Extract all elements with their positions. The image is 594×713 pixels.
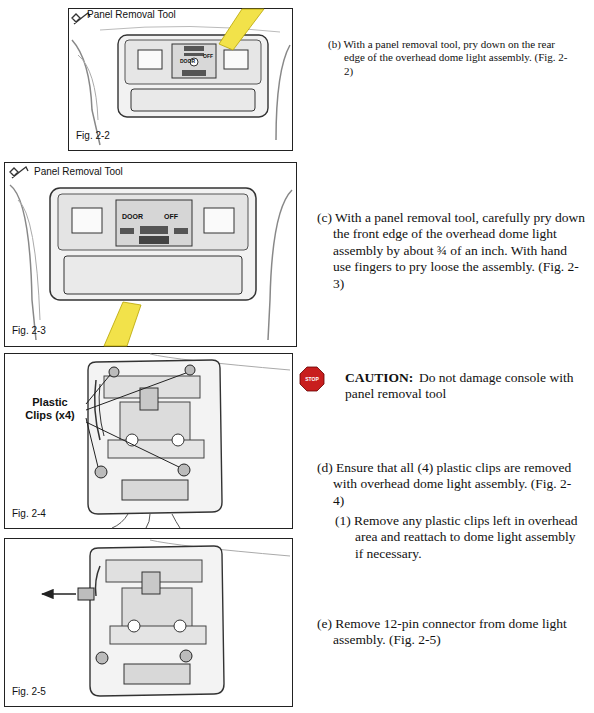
figure-number: Fig. 2-3 bbox=[12, 325, 46, 337]
figure-2-5 bbox=[5, 539, 293, 707]
step-text: (b) With a panel removal tool, pry down … bbox=[328, 38, 568, 78]
figure-2-2 bbox=[69, 9, 293, 151]
tool-label: Panel Removal Tool bbox=[34, 166, 123, 178]
step-text: (e) Remove 12-pin connector from dome li… bbox=[317, 616, 579, 649]
caution-text: Do not damage console with panel removal… bbox=[345, 370, 577, 403]
stop-sign-text: STOP bbox=[300, 376, 324, 382]
switch-label: OFF bbox=[164, 213, 178, 222]
figure-number: Fig. 2-5 bbox=[12, 686, 46, 698]
stop-sign bbox=[300, 367, 324, 391]
figure-number: Fig. 2-4 bbox=[12, 508, 46, 520]
callout-label: Plastic Clips (x4) bbox=[18, 396, 82, 423]
step-text: (c) With a panel removal tool, carefully… bbox=[317, 210, 585, 292]
tool-label: Panel Removal Tool bbox=[87, 9, 176, 21]
step-text: (1) Remove any plastic clips left in ove… bbox=[335, 513, 585, 562]
caution-heading: CAUTION: bbox=[345, 370, 413, 386]
switch-label: DOOR bbox=[122, 213, 143, 222]
figure-number: Fig. 2-2 bbox=[76, 130, 110, 142]
switch-label: DOOR bbox=[180, 58, 195, 64]
figure-2-3 bbox=[5, 163, 297, 347]
figure-2-4 bbox=[5, 354, 293, 529]
switch-label: OFF bbox=[203, 53, 213, 59]
step-text: (d) Ensure that all (4) plastic clips ar… bbox=[317, 460, 579, 509]
